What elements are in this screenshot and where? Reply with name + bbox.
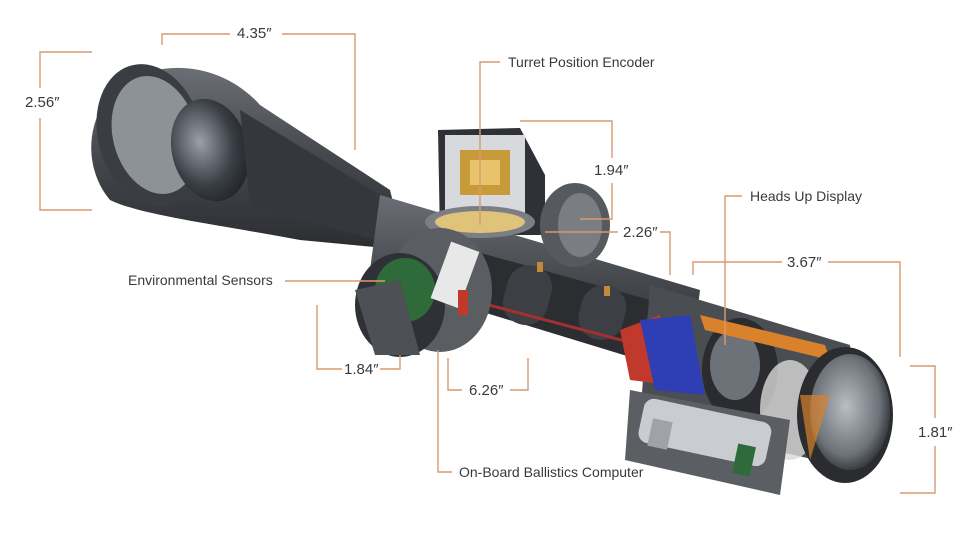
dimension-eyepiece-length: 3.67″: [787, 254, 822, 271]
objective-bell: [91, 64, 405, 251]
dim-line-6-26a: [447, 358, 462, 391]
dim-line-4-35b: [282, 33, 356, 150]
turret-cutaway: [425, 128, 610, 267]
leader-turret-encoder: [479, 61, 500, 225]
dim-line-6-26b: [510, 358, 529, 391]
ballistics-computer-module: [625, 390, 790, 495]
dim-line-3-67b: [828, 261, 901, 357]
dim-line-4-35a: [161, 33, 230, 45]
dimension-sensor-width: 1.84″: [344, 361, 379, 378]
dimension-turret-height: 1.94″: [594, 162, 629, 179]
dim-line-2-56a: [39, 51, 92, 88]
dim-line-1-94a: [520, 120, 613, 158]
dimension-objective-height: 2.56″: [25, 94, 60, 111]
label-turret-position-encoder: Turret Position Encoder: [508, 54, 655, 70]
dim-line-1-81a: [910, 365, 936, 418]
dimension-turret-width: 2.26″: [623, 224, 658, 241]
dimension-tube-length: 6.26″: [469, 382, 504, 399]
dim-line-3-67a: [692, 261, 782, 275]
label-on-board-ballistics-computer: On-Board Ballistics Computer: [459, 464, 644, 480]
dim-line-1-81b: [900, 446, 936, 494]
label-heads-up-display: Heads Up Display: [750, 188, 863, 204]
dimension-eyepiece-height: 1.81″: [918, 424, 953, 441]
environmental-sensor-module: [355, 228, 492, 357]
dim-line-1-84b: [380, 355, 401, 370]
dim-line-2-26b: [660, 231, 671, 275]
label-environmental-sensors: Environmental Sensors: [128, 272, 273, 288]
leader-ballistics-computer: [437, 350, 452, 473]
dim-line-1-84a: [316, 305, 342, 370]
dim-line-2-56b: [39, 118, 92, 211]
dimension-objective-length: 4.35″: [237, 25, 272, 42]
dim-line-1-94b: [580, 183, 613, 220]
dimension-lines: [39, 33, 936, 494]
leader-heads-up-display: [724, 195, 742, 345]
